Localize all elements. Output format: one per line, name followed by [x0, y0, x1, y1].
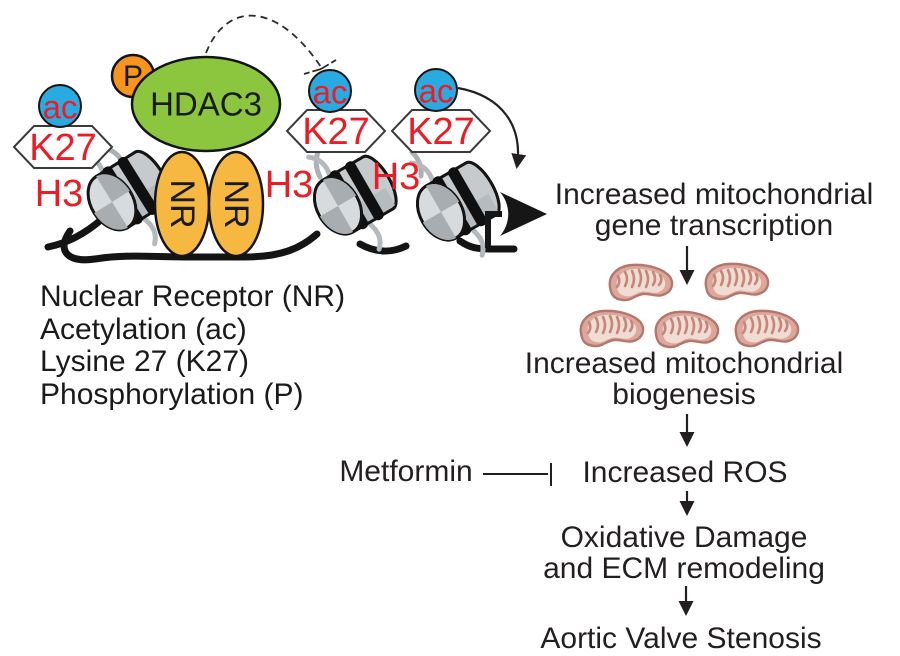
- acetyl-label-2: ac: [312, 73, 348, 111]
- legend-line-p: Phosphorylation (P): [40, 377, 304, 411]
- nr-ellipse-2: [207, 150, 265, 258]
- k27-hexagons: [12, 109, 492, 169]
- mitochondrion-icon-5: [734, 309, 800, 348]
- biogenesis-line-1: Increased mitochondrial: [524, 347, 844, 380]
- h3-label-2: H3: [264, 164, 314, 206]
- legend-line-nr: Nuclear Receptor (NR): [40, 280, 346, 313]
- k27-label-1: K27: [29, 127, 97, 169]
- damage-line-1: Oxidative Damage: [560, 521, 808, 554]
- acetyl-badges: [38, 68, 458, 128]
- transcription-text: Increased mitochondrial gene transcripti…: [555, 179, 874, 241]
- ros-label: Increased ROS: [582, 456, 788, 489]
- phospho-label: P: [122, 60, 144, 93]
- biogenesis-line-2: biogenesis: [612, 378, 756, 411]
- k27-label-3: K27: [407, 111, 475, 153]
- acetyl-badge-circle-1: [38, 84, 82, 128]
- hdac3-label: HDAC3: [150, 85, 262, 123]
- mitochondrion-icon-1: [608, 263, 674, 302]
- dna-strand: [44, 215, 518, 264]
- acetyl-label-1: ac: [42, 88, 78, 126]
- mitochondrion-icon-4: [654, 310, 720, 349]
- hdac3-release-dashed-arrow: [205, 14, 337, 75]
- acetyl-to-promoter-arrow: [457, 86, 527, 169]
- acetyl-badge-circle-2: [308, 69, 352, 113]
- legend-block: Nuclear Receptor (NR) Acetylation (ac) L…: [40, 280, 346, 411]
- nr-label-2: NR: [217, 179, 255, 229]
- nr-label-1: NR: [163, 179, 201, 229]
- acetyl-badge-circle-3: [414, 68, 458, 112]
- biogenesis-text: Increased mitochondrial biogenesis: [525, 348, 844, 410]
- acetyl-label-3: ac: [418, 72, 454, 110]
- damage-text: Oxidative Damage and ECM remodeling: [543, 522, 825, 584]
- k27-hexagon-3: [390, 109, 492, 153]
- h3-label-3: H3: [371, 156, 421, 198]
- transcription-line-1: Increased mitochondrial: [554, 178, 874, 211]
- hdac3-ellipse: [130, 55, 282, 153]
- legend-line-ac: Acetylation (ac): [40, 312, 247, 346]
- h3-label-1: H3: [34, 173, 84, 215]
- metformin-label: Metformin: [339, 455, 473, 488]
- mitochondrion-icon-2: [704, 262, 770, 301]
- damage-line-2: and ECM remodeling: [543, 552, 825, 585]
- k27-hexagon-2: [285, 109, 387, 153]
- stenosis-label: Aortic Valve Stenosis: [540, 622, 822, 655]
- metformin-inhibition-bar: [483, 463, 552, 486]
- transcription-start-arrow: [485, 192, 547, 248]
- k27-hexagon-1: [12, 125, 114, 169]
- k27-label-2: K27: [302, 111, 370, 153]
- legend-line-k27: Lysine 27 (K27): [40, 345, 250, 378]
- mitochondrion-icon-3: [579, 309, 645, 348]
- transcription-line-2: gene transcription: [594, 209, 834, 242]
